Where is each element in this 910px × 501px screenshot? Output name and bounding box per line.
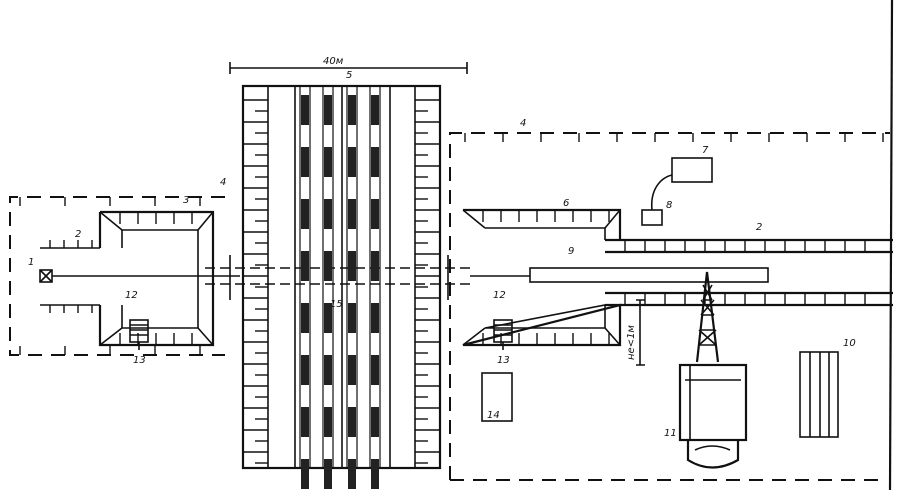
rail-block — [324, 95, 332, 125]
rail-block — [301, 199, 309, 229]
cable-line — [650, 174, 673, 211]
dimension-line — [229, 62, 468, 74]
item-14-box — [481, 372, 513, 422]
rail-block — [371, 303, 379, 333]
rail-block — [348, 251, 356, 281]
rail-block — [348, 147, 356, 177]
label-12-left: 12 — [125, 290, 138, 301]
rail-block — [348, 459, 356, 489]
label-3: 3 — [183, 195, 189, 206]
label-5: 5 — [346, 70, 352, 81]
label-14: 14 — [487, 410, 500, 421]
item-13-left-ladder — [129, 319, 149, 350]
clearance-label: не<1м — [626, 325, 637, 360]
left-pit-structure — [98, 210, 215, 347]
rail-block — [348, 407, 356, 437]
crossing-stops — [229, 255, 449, 300]
rail-block — [371, 407, 379, 437]
rail-block — [371, 251, 379, 281]
rail-block — [301, 147, 309, 177]
label-12-right: 12 — [493, 290, 506, 301]
site-edge-line — [888, 0, 894, 491]
rail-block — [301, 355, 309, 385]
item-13-right-ladder — [493, 319, 513, 350]
right-pit-structure — [462, 208, 622, 347]
clearance-dimension — [636, 299, 645, 366]
rail-block — [348, 95, 356, 125]
rail-block — [301, 407, 309, 437]
dimension-label-40m: 40м — [323, 56, 344, 67]
crane — [678, 271, 748, 469]
rail-block — [348, 303, 356, 333]
label-9: 9 — [568, 246, 574, 257]
label-8: 8 — [666, 200, 672, 211]
rail-block — [371, 147, 379, 177]
label-2-left: 2 — [75, 229, 81, 240]
rail-block — [371, 199, 379, 229]
rail-block — [301, 459, 309, 489]
rail-block — [324, 303, 332, 333]
wall-hatching — [19, 99, 884, 464]
rail-block — [324, 407, 332, 437]
rail-block — [348, 199, 356, 229]
label-13-right: 13 — [497, 355, 510, 366]
road-rail-blocks — [299, 86, 381, 489]
label-2-right: 2 — [756, 222, 762, 233]
rail-block — [301, 251, 309, 281]
label-10: 10 — [843, 338, 856, 349]
rail-block — [301, 303, 309, 333]
right-trench — [605, 238, 893, 307]
item-9-bar — [529, 267, 769, 283]
left-trench — [40, 247, 100, 306]
rail-block — [324, 459, 332, 489]
rail-block — [371, 355, 379, 385]
label-1: 1 — [28, 257, 34, 268]
rail-block — [324, 251, 332, 281]
rail-block — [324, 199, 332, 229]
central-road — [241, 84, 442, 470]
item-8-box — [641, 209, 663, 226]
item-10-stack — [799, 351, 839, 438]
label-4-right: 4 — [520, 118, 526, 129]
label-13-left: 13 — [133, 355, 146, 366]
rail-block — [324, 147, 332, 177]
rail-block — [301, 95, 309, 125]
rail-block — [371, 95, 379, 125]
item-1-box — [39, 269, 53, 283]
label-6: 6 — [563, 198, 569, 209]
rail-block — [324, 355, 332, 385]
right-fence-boundary — [449, 132, 890, 480]
label-4-left: 4 — [220, 177, 226, 188]
labels: 1 2 3 4 4 40м 5 6 7 8 9 2 10 11 12 12 13… — [28, 56, 856, 439]
label-11: 11 — [664, 428, 677, 439]
rail-block — [371, 459, 379, 489]
rail-block — [348, 355, 356, 385]
item-7-box — [671, 157, 713, 183]
label-15: 15 — [330, 299, 343, 310]
label-7: 7 — [702, 145, 709, 156]
